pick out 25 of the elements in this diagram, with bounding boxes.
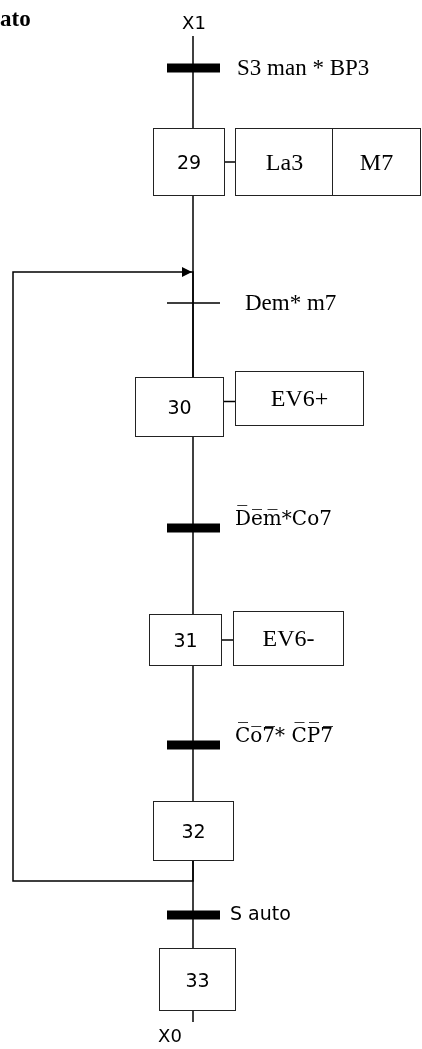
loop-arrow xyxy=(12,267,194,882)
link-label: X1 xyxy=(182,11,206,33)
action-box: EV6- xyxy=(233,611,344,666)
title-fragment: ato xyxy=(0,6,31,32)
connector-line xyxy=(192,1010,194,1023)
connector-line xyxy=(192,35,194,129)
connector-line xyxy=(192,436,194,615)
step-box: 31 xyxy=(149,614,222,666)
transition-condition: S auto xyxy=(230,901,291,926)
action-box: La3 xyxy=(235,128,334,196)
action-box: M7 xyxy=(332,128,421,196)
transition-condition: C̅o̅7̅* C̅P̅7̅ xyxy=(235,722,333,748)
connector-line xyxy=(224,161,236,163)
transition-condition: S3 man * BP3 xyxy=(237,54,370,82)
step-box: 33 xyxy=(159,948,236,1011)
connector-line xyxy=(192,860,194,949)
link-label: X0 xyxy=(158,1024,182,1046)
step-box: 29 xyxy=(153,128,225,196)
transition-condition: Dem* m7 xyxy=(245,289,337,317)
action-box: EV6+ xyxy=(235,371,364,426)
step-box: 32 xyxy=(153,801,234,861)
connector-line xyxy=(192,665,194,802)
step-box: 30 xyxy=(135,377,224,437)
transition-condition: D̅e̅m̅*Co7 xyxy=(235,505,332,531)
connector-line xyxy=(221,639,234,641)
